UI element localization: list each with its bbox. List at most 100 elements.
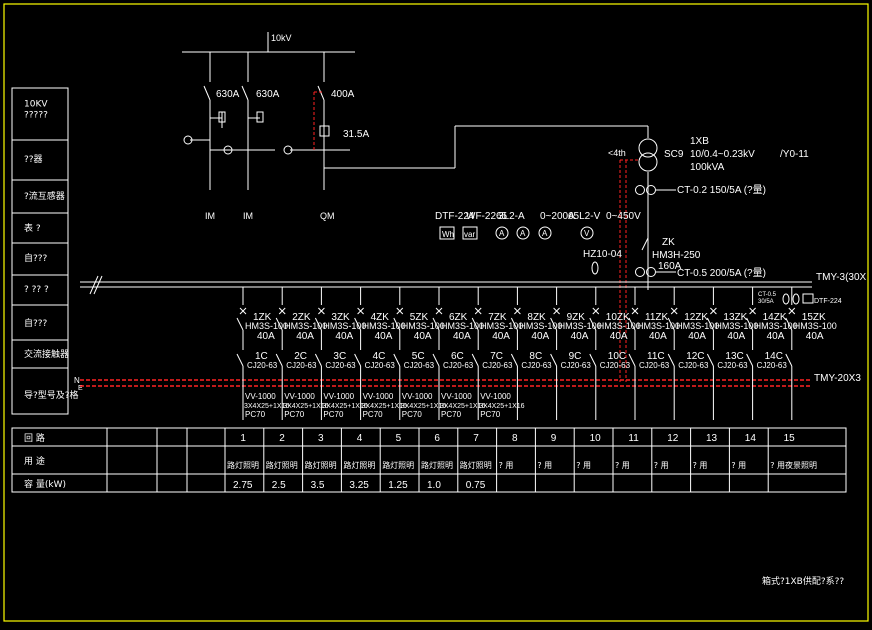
table-circuit-number: 6: [434, 433, 440, 444]
breaker-model: HM3S-100: [480, 321, 523, 331]
breaker-model: HM3S-100: [363, 321, 406, 331]
contactor-label: 10C: [608, 351, 626, 362]
zk-label: 9ZK: [567, 312, 586, 323]
table-circuit-number: 9: [551, 433, 557, 444]
circuit-7: [471, 287, 482, 420]
conduit-label: PC70: [363, 410, 384, 419]
cable-spec: 3X4X25+1X16: [322, 403, 367, 410]
table-use: ? 用: [615, 461, 630, 470]
circuit-3: [314, 287, 325, 420]
zk-label: 6ZK: [449, 312, 468, 323]
table-circuit-number: 2: [279, 433, 285, 444]
table-use: ? 用: [537, 461, 552, 470]
hv-rating-3: 400A: [331, 89, 355, 100]
left-label-7: 自???: [24, 317, 48, 329]
circuit-labels-5: 5ZKHM3S-10040A5CCJ20-63VV-10003X4X25+1X1…: [401, 312, 446, 419]
left-label-4: 表 ?: [24, 222, 41, 234]
breaker-amp: 40A: [649, 331, 667, 342]
cable-type: VV-1000: [245, 392, 276, 401]
hv-name-1: IM: [205, 211, 215, 221]
meter-var: var: [464, 230, 475, 239]
contactor-model: CJ20-63: [404, 361, 435, 370]
feeder-circuits: 1ZKHM3S-10040A1CCJ20-63VV-10003X4X25+1X1…: [236, 287, 837, 420]
contactor-label: 2C: [294, 351, 307, 362]
neutral-label: N: [74, 376, 80, 385]
circuit-13: [706, 287, 717, 420]
zk-label: 13ZK: [723, 312, 747, 323]
breaker-model: HM3S-100: [676, 321, 719, 331]
contactor-model: CJ20-63: [247, 361, 278, 370]
left-label-1: 10KV: [24, 100, 48, 110]
cable-type: VV-1000: [441, 392, 472, 401]
table-circuit-number: 8: [512, 433, 518, 444]
table-circuit-number: 3: [318, 433, 324, 444]
meter-wh: Wh: [442, 230, 454, 239]
left-label-5: 自???: [24, 252, 48, 264]
row-label-use: 用 途: [24, 455, 45, 467]
conduit-label: PC70: [402, 410, 423, 419]
table-use: 路灯照明: [227, 460, 259, 470]
bottom-table-grid: [11, 427, 847, 493]
breaker-model: HM3S-100: [715, 321, 758, 331]
breaker-amp: 40A: [335, 331, 353, 342]
contactor-model: CJ20-63: [717, 361, 748, 370]
cable-type: VV-1000: [480, 392, 511, 401]
breaker-amp: 40A: [531, 331, 549, 342]
breaker-amp: 40A: [727, 331, 745, 342]
conduit-label: PC70: [245, 410, 266, 419]
conduit-label: PC70: [284, 410, 305, 419]
contactor-model: CJ20-63: [443, 361, 474, 370]
breaker-amp: 40A: [296, 331, 314, 342]
zk-label: 11ZK: [645, 312, 668, 323]
trans-red-dash: [619, 159, 640, 382]
contactor-model: CJ20-63: [639, 361, 670, 370]
table-circuit-number: 11: [628, 433, 639, 444]
table-use: 路灯照明: [421, 460, 453, 470]
contactor-label: 3C: [333, 351, 346, 362]
transformer-capacity: 100kVA: [690, 162, 725, 173]
contactor-label: 11C: [647, 351, 665, 362]
left-label-8: 交流接触器: [24, 348, 69, 360]
contactor-model: CJ20-63: [757, 361, 788, 370]
contactor-model: CJ20-63: [286, 361, 317, 370]
transformer-marker: <4th: [608, 148, 626, 158]
hv-name-2: IM: [243, 211, 253, 221]
hv-rating-1: 630A: [216, 89, 240, 100]
breaker-amp: 40A: [414, 331, 432, 342]
zk-label: 10ZK: [606, 312, 630, 323]
breaker-amp: 40A: [767, 331, 785, 342]
contactor-model: CJ20-63: [365, 361, 396, 370]
busbar-dtf: DTF-224: [814, 298, 842, 305]
row-label-capacity: 容 量(kW): [24, 478, 66, 490]
left-label-grid: [11, 87, 69, 415]
qm-red-dash: [313, 91, 324, 152]
table-capacity: 0.75: [466, 480, 486, 491]
zk-label: 1ZK: [253, 312, 272, 323]
cable-spec: 3X4X25+1X16: [440, 403, 485, 410]
contactor-label: 1C: [255, 351, 268, 362]
circuit-10: [589, 287, 600, 420]
circuit-14: [746, 287, 756, 420]
meter-label-3: 3L2-A: [498, 211, 525, 222]
table-circuit-number: 15: [784, 433, 796, 444]
breaker-amp: 40A: [806, 331, 824, 342]
breaker-amp: 40A: [257, 331, 275, 342]
table-circuit-number: 4: [357, 433, 363, 444]
cable-spec: 3X4X25+1X16: [283, 403, 328, 410]
zk-label: 4ZK: [371, 312, 390, 323]
breaker-model: HM3S-100: [441, 321, 484, 331]
table-use: ? 用: [499, 461, 514, 470]
inner-frame: [12, 88, 846, 96]
contactor-label: 7C: [490, 351, 503, 362]
main-breaker-ct: CT-0.5 200/5A (?量): [677, 267, 766, 279]
meter-a-2: A: [520, 229, 526, 238]
hv-fuse: 31.5A: [343, 129, 369, 140]
pe-label: E: [78, 385, 83, 392]
breaker-amp: 40A: [571, 331, 589, 342]
zk-label: 2ZK: [292, 312, 311, 323]
transformer-id: 1XB: [690, 136, 709, 147]
